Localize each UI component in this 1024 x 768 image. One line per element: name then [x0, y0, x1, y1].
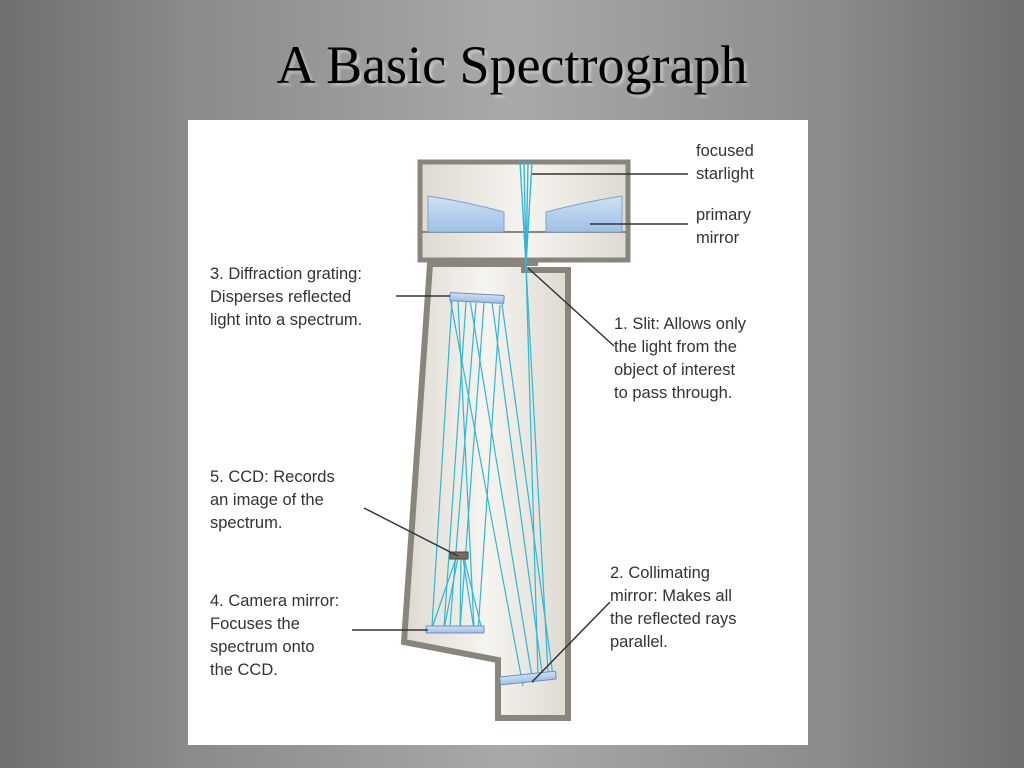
spectrograph-figure: focused starlight primary mirror 3. Diff…: [188, 120, 808, 745]
ccd: [449, 551, 469, 560]
spectrograph-light-rays: [431, 265, 554, 687]
spectrograph-diagram: [352, 159, 688, 721]
label-focused-starlight: focused starlight: [696, 142, 754, 183]
label-primary-mirror: primary mirror: [696, 206, 752, 247]
label-camera-mirror: 4. Camera mirror: Focuses the spectrum o…: [210, 592, 340, 679]
primary-mirror-right: [545, 195, 623, 233]
label-collimating-mirror: 2. Collimating mirror: Makes all the ref…: [610, 564, 737, 651]
primary-mirror-left: [427, 195, 505, 233]
collimating-mirror: [499, 670, 557, 686]
label-slit: 1. Slit: Allows only the light from the …: [614, 315, 747, 402]
focused-starlight-rays: [519, 161, 533, 266]
camera-mirror: [425, 625, 485, 634]
diffraction-grating: [449, 292, 505, 304]
label-ccd: 5. CCD: Records an image of the spectrum…: [210, 468, 335, 532]
slide-title: A Basic Spectrograph: [276, 35, 748, 95]
label-diffraction-grating: 3. Diffraction grating: Disperses reflec…: [210, 265, 363, 329]
leader-lines: [352, 173, 688, 683]
